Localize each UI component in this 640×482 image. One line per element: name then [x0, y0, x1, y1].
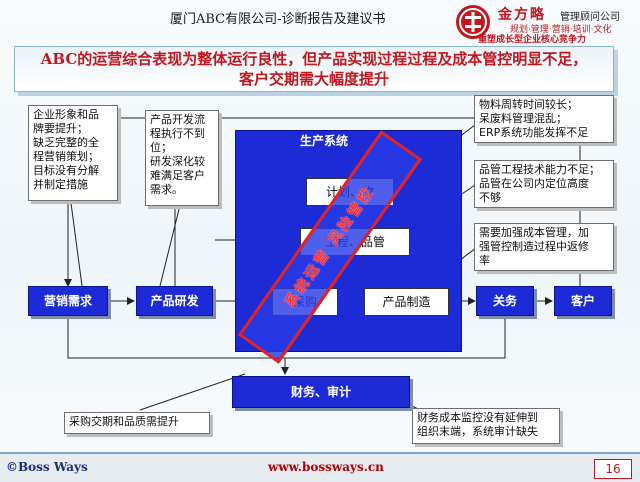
note-line: 组织末端，系统审计缺失	[417, 425, 538, 438]
seal-icon	[456, 5, 490, 39]
note-line: 财务成本监控没有延伸到	[417, 411, 538, 424]
note-line: 难满足客户	[150, 169, 205, 182]
note-line: 强管控制造过程中返修	[479, 240, 589, 253]
note-line: 位；	[150, 141, 172, 154]
note-brand: 企业形象和品 牌要提升； 缺乏完整的全 程营销策划； 目标没有分解 并制定措施	[28, 105, 118, 201]
headline-box: ABC的运营综合表现为整体运行良性，但产品实现过程过程及成本管控明显不足， 客户…	[14, 46, 614, 92]
finance-audit-box: 财务、审计	[232, 376, 410, 408]
production-system-title: 生产系统	[300, 134, 349, 148]
note-cost: 需要加强成本管理，加 强管控制造过程中返修 率	[474, 223, 614, 271]
note-finance: 财务成本监控没有延伸到 组织末端，系统审计缺失	[412, 408, 560, 444]
note-line: 采购交期和品质需提升	[69, 415, 179, 428]
footer-bar: ©Boss Ways www.bossways.cn 16	[0, 452, 640, 482]
note-line: 企业形象和品	[33, 108, 99, 121]
customer-box: 客户	[554, 286, 612, 316]
note-line: 呆废料管理混乱；	[479, 112, 567, 125]
page-number: 16	[594, 459, 632, 479]
logo-slogan: 重塑成长型企业核心竞争力	[478, 35, 587, 45]
note-purchase: 采购交期和品质需提升	[64, 412, 210, 434]
footer-website: www.bossways.cn	[268, 460, 384, 474]
note-line: 品管在公司内定位高度	[479, 177, 589, 190]
manufacturing-box: 产品制造	[364, 288, 449, 316]
headline-line-1: ABC的运营综合表现为整体运行良性，但产品实现过程过程及成本管控明显不足，	[40, 50, 588, 68]
company-logo: 金方略 管理顾问公司 规划·管理·营销·培训·文化	[452, 2, 638, 42]
note-line: 缺乏完整的全	[33, 136, 99, 149]
note-line: 并制定措施	[33, 178, 88, 191]
note-line: ERP系统功能发挥不足	[479, 126, 589, 139]
marketing-demand-box: 营销需求	[28, 286, 108, 316]
note-line: 研发深化较	[150, 155, 205, 168]
note-rd: 产品开发流 程执行不到 位； 研发深化较 难满足客户 需求。	[145, 110, 219, 206]
logo-brand: 金方略	[498, 7, 546, 23]
note-line: 目标没有分解	[33, 164, 99, 177]
product-rd-box: 产品研发	[136, 286, 213, 316]
note-material: 物料周转时间较长； 呆废料管理混乱； ERP系统功能发挥不足	[474, 95, 614, 143]
note-quality: 品管工程技术能力不足； 品管在公司内定位高度 不够	[474, 160, 614, 208]
customs-box: 关务	[476, 286, 534, 316]
note-line: 需要加强成本管理，加	[479, 226, 589, 239]
note-line: 程营销策划；	[33, 150, 99, 163]
note-line: 品管工程技术能力不足；	[479, 163, 600, 176]
report-title: 厦门ABC有限公司-诊断报告及建议书	[170, 12, 386, 27]
note-line: 牌要提升；	[33, 122, 88, 135]
logo-tags: 规划·管理·营销·培训·文化	[510, 25, 612, 35]
note-line: 产品开发流	[150, 113, 205, 126]
logo-subtitle: 管理顾问公司	[560, 12, 620, 23]
note-line: 需求。	[150, 183, 183, 196]
note-line: 率	[479, 254, 490, 267]
note-line: 不够	[479, 191, 501, 204]
footer-copyright: ©Boss Ways	[6, 460, 88, 474]
headline-line-2: 客户交期需大幅度提升	[238, 70, 389, 88]
note-line: 程执行不到	[150, 127, 205, 140]
note-line: 物料周转时间较长；	[479, 98, 578, 111]
